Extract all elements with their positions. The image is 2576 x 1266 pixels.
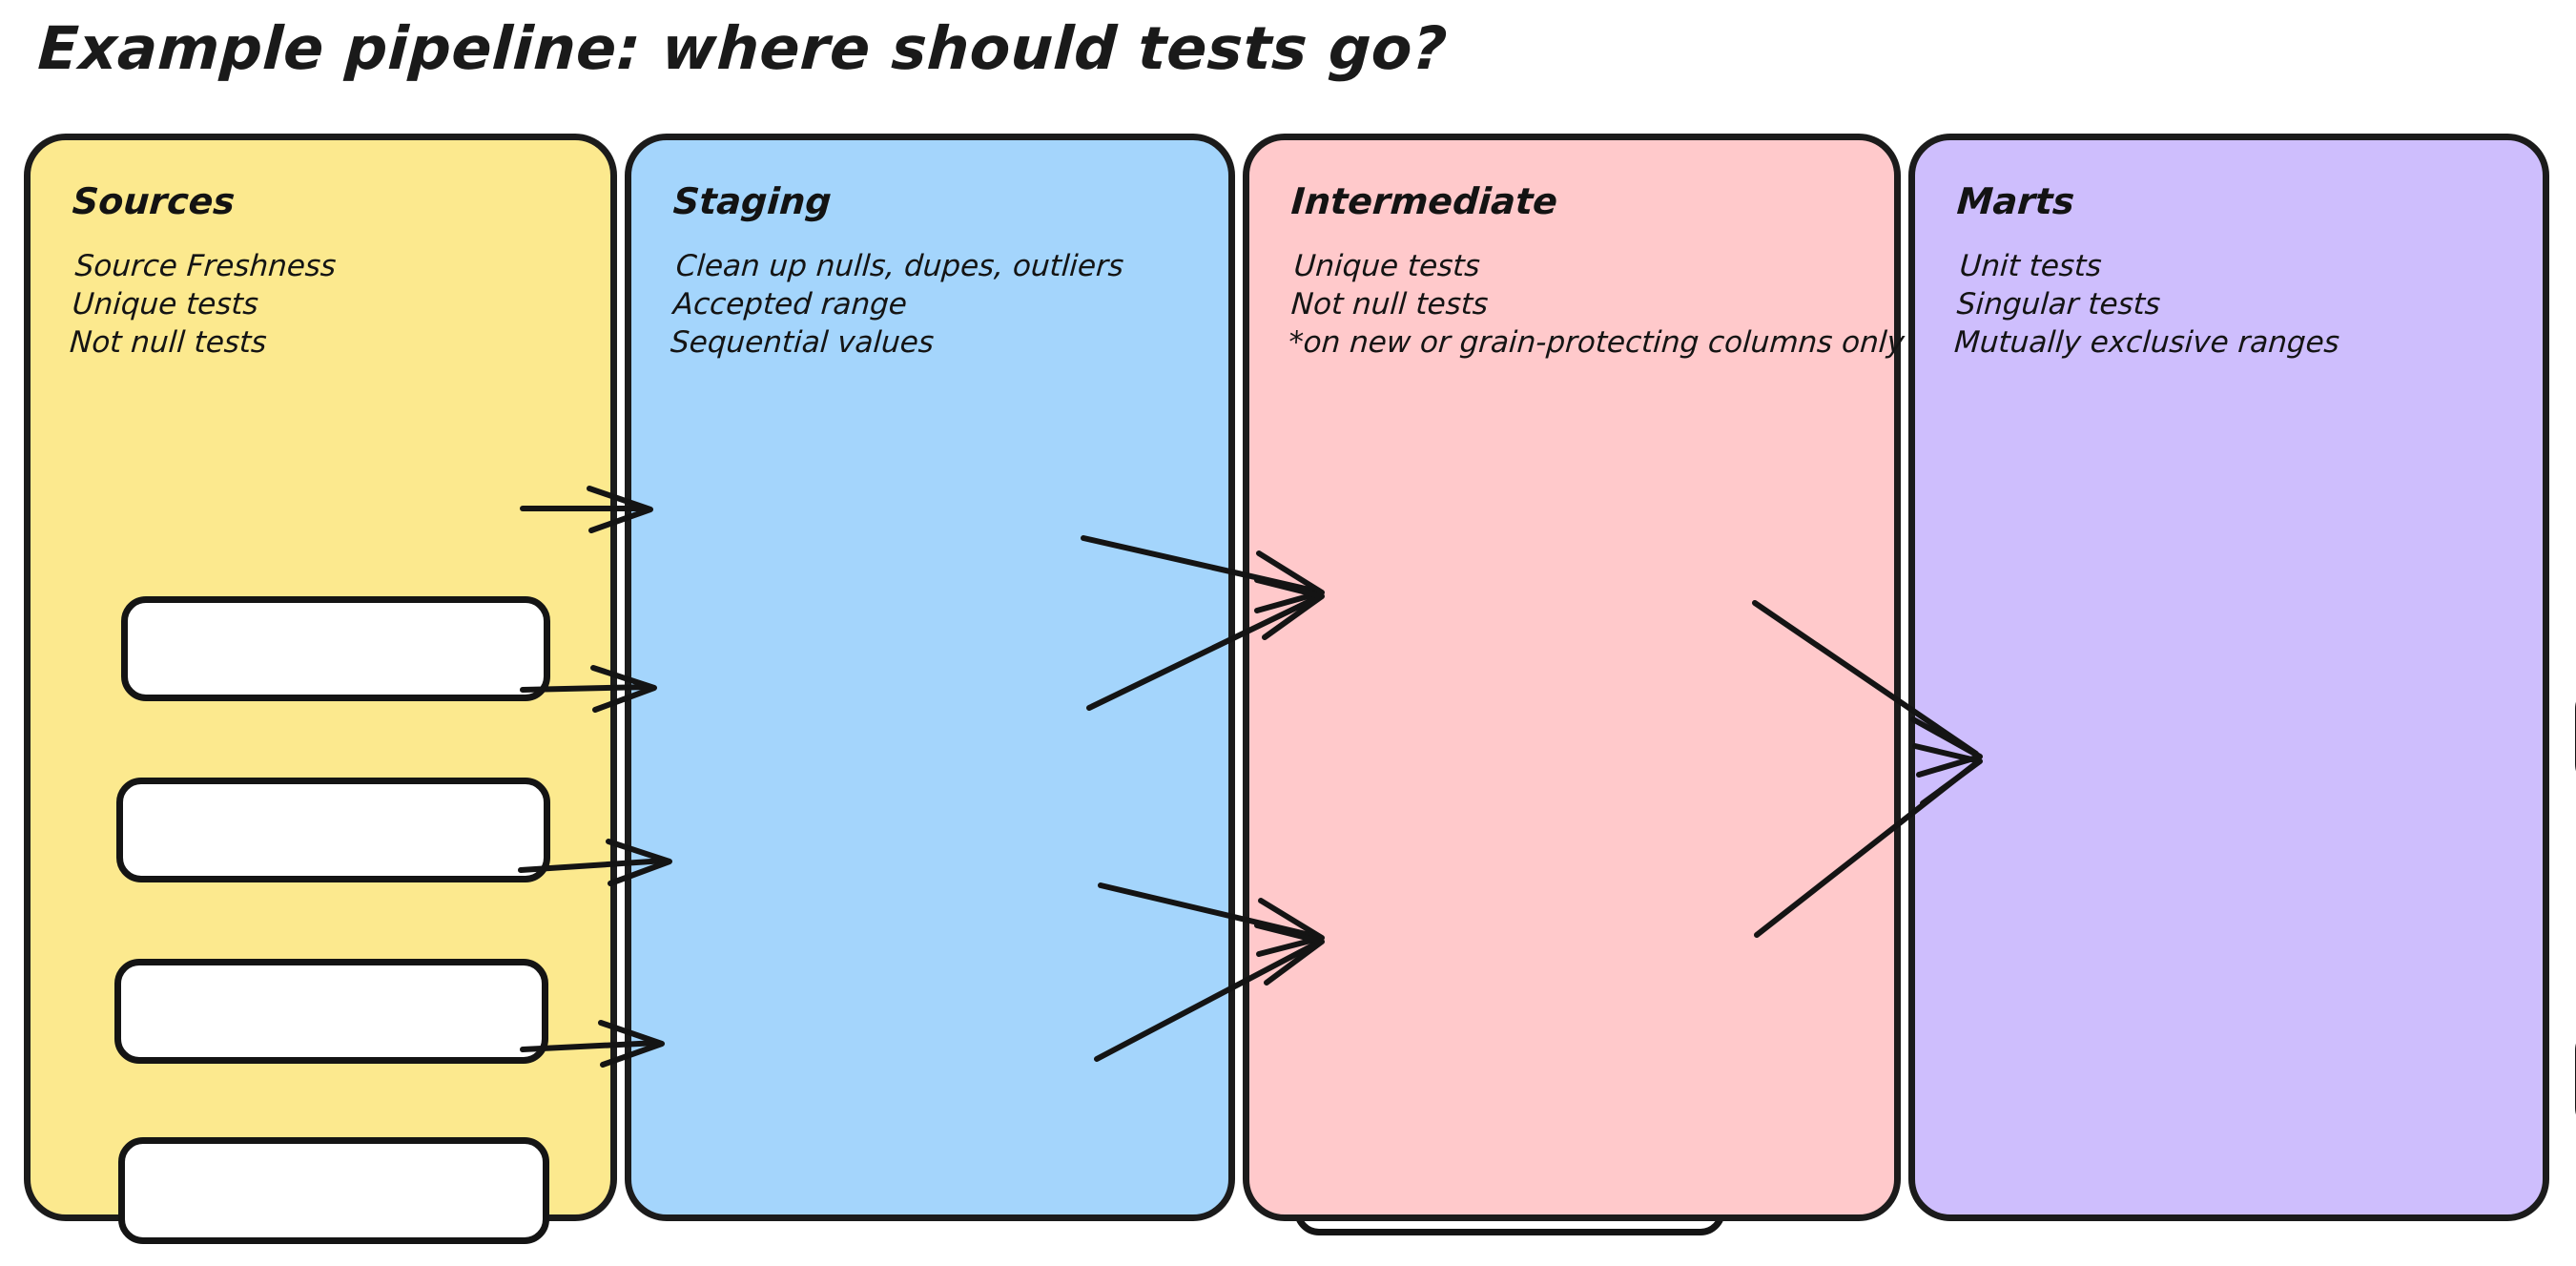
- model-node-source-4[interactable]: [118, 1137, 549, 1244]
- stage-note-line: Not null tests: [1289, 287, 1490, 322]
- stage-note-line: Unique tests: [1292, 249, 1481, 283]
- stage-note-line: Accepted range: [671, 287, 909, 322]
- stage-note-line: Clean up nulls, dupes, outliers: [674, 249, 1125, 283]
- stage-note-line: Unique tests: [71, 287, 260, 322]
- stage-column-marts: Marts Unit tests Singular tests Mutually…: [1908, 134, 2549, 1221]
- stage-notes-staging: Clean up nulls, dupes, outliers Accepted…: [670, 247, 1125, 362]
- stage-heading-sources: Sources: [71, 180, 237, 222]
- stage-heading-marts: Marts: [1955, 180, 2076, 222]
- stage-heading-intermediate: Intermediate: [1289, 180, 1559, 222]
- stage-notes-sources: Source Freshness Unique tests Not null t…: [69, 247, 338, 362]
- stage-column-staging: Staging Clean up nulls, dupes, outliers …: [625, 134, 1731, 1235]
- stage-notes-intermediate: Unique tests Not null tests *on new or g…: [1288, 247, 1911, 362]
- stage-column-sources: Sources Source Freshness Unique tests No…: [24, 134, 617, 1244]
- stage-note-line: Source Freshness: [73, 249, 338, 283]
- stage-heading-staging: Staging: [671, 180, 834, 222]
- stage-column-intermediate: Intermediate Unique tests Not null tests…: [1243, 134, 2576, 1221]
- stage-note-line: Singular tests: [1955, 287, 2162, 322]
- page-title: Example pipeline: where should tests go?: [36, 13, 1450, 83]
- stage-notes-marts: Unit tests Singular tests Mutually exclu…: [1953, 247, 2346, 362]
- model-node-source-2[interactable]: [116, 778, 550, 882]
- stage-note-line: Unit tests: [1958, 249, 2103, 283]
- stage-note-line: Mutually exclusive ranges: [1952, 325, 2341, 360]
- stage-note-line: Not null tests: [68, 325, 268, 360]
- stage-note-line: Sequential values: [669, 325, 936, 360]
- model-node-source-1[interactable]: [121, 596, 550, 701]
- stage-note-line: *on new or grain-protecting columns only: [1287, 325, 1906, 360]
- model-node-source-3[interactable]: [114, 959, 548, 1064]
